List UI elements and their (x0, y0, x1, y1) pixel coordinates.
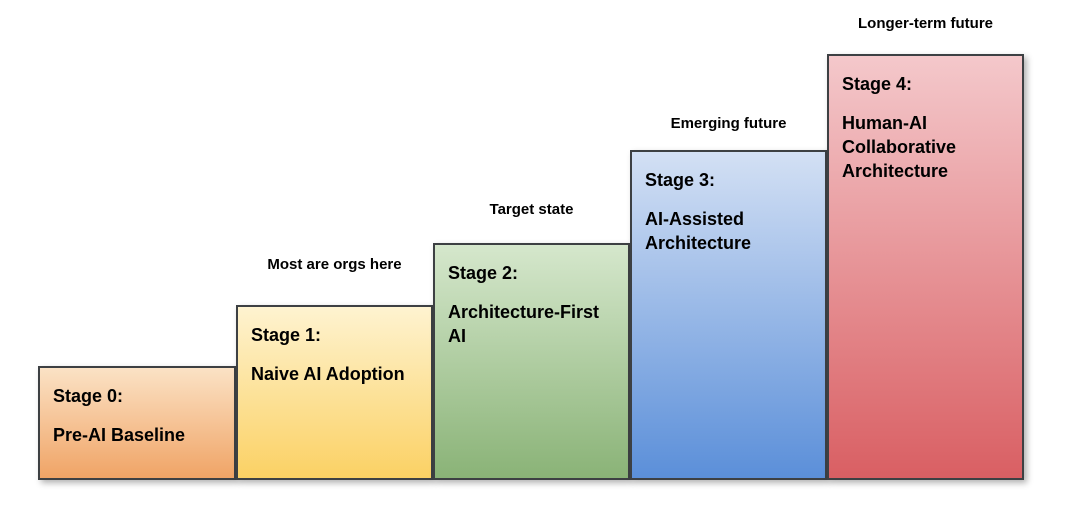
stage-3-title: AI-Assisted Architecture (645, 209, 752, 253)
stage-4-label: Stage 4: (842, 74, 913, 94)
stage-4-title: Human-AI Collaborative Architecture (842, 113, 957, 181)
stage-2-label: Stage 2: (448, 263, 519, 283)
stage-2-block: Stage 2: Architecture-First AI (433, 243, 630, 480)
annotation-stage-4: Longer-term future (858, 15, 993, 32)
stage-1-label: Stage 1: (251, 325, 322, 345)
stage-3-block: Stage 3: AI-Assisted Architecture (630, 150, 827, 480)
stage-4-block: Stage 4: Human-AI Collaborative Architec… (827, 54, 1024, 480)
annotation-stage-3: Emerging future (670, 115, 787, 132)
annotation-stage-1: Most are orgs here (267, 256, 402, 273)
stage-1-block: Stage 1: Naive AI Adoption (236, 305, 433, 480)
stage-0-title: Pre-AI Baseline (53, 425, 186, 445)
annotation-stage-2: Target state (489, 201, 574, 218)
stage-1-title: Naive AI Adoption (251, 364, 405, 384)
stage-0-label: Stage 0: (53, 386, 124, 406)
stage-0-block: Stage 0: Pre-AI Baseline (38, 366, 236, 480)
stage-3-label: Stage 3: (645, 170, 716, 190)
stage-2-title: Architecture-First AI (448, 302, 600, 346)
